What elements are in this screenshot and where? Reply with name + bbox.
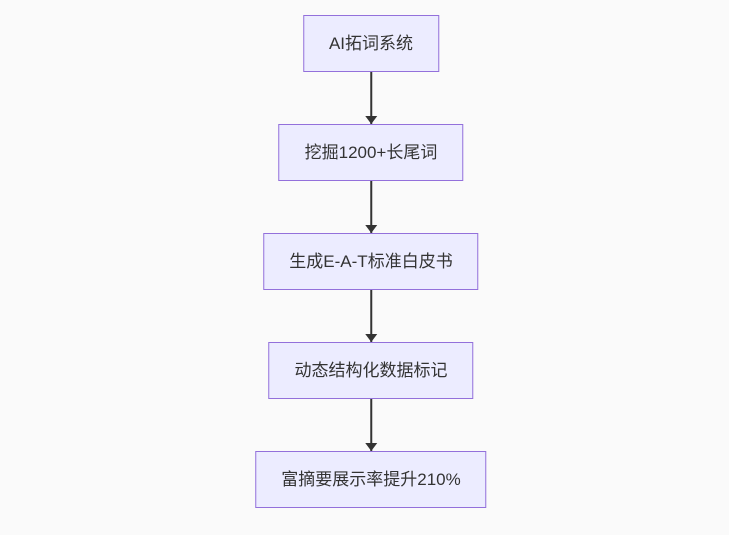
flowchart: AI拓词系统 挖掘1200+长尾词 生成E-A-T标准白皮书 动态结构化数据标记… (255, 15, 487, 508)
node-label: 动态结构化数据标记 (294, 361, 448, 380)
flow-arrow-2 (364, 181, 377, 233)
arrowhead-down-icon (364, 334, 377, 342)
arrowhead-down-icon (364, 443, 377, 451)
flow-node-eat-whitepaper: 生成E-A-T标准白皮书 (263, 233, 479, 290)
flow-node-ai-keyword-system: AI拓词系统 (302, 15, 440, 72)
flow-arrow-3 (364, 290, 377, 342)
node-label: 挖掘1200+长尾词 (304, 143, 438, 162)
node-label: 生成E-A-T标准白皮书 (289, 252, 453, 271)
flow-node-structured-data-markup: 动态结构化数据标记 (268, 342, 474, 399)
node-label: 富摘要展示率提升210% (281, 470, 461, 489)
flow-node-longtail-mining: 挖掘1200+长尾词 (278, 124, 464, 181)
node-label: AI拓词系统 (328, 34, 414, 53)
flow-arrow-4 (364, 399, 377, 451)
flow-arrow-1 (364, 72, 377, 124)
arrowhead-down-icon (364, 225, 377, 233)
arrowhead-down-icon (364, 116, 377, 124)
flow-node-rich-snippet-result: 富摘要展示率提升210% (255, 451, 487, 508)
